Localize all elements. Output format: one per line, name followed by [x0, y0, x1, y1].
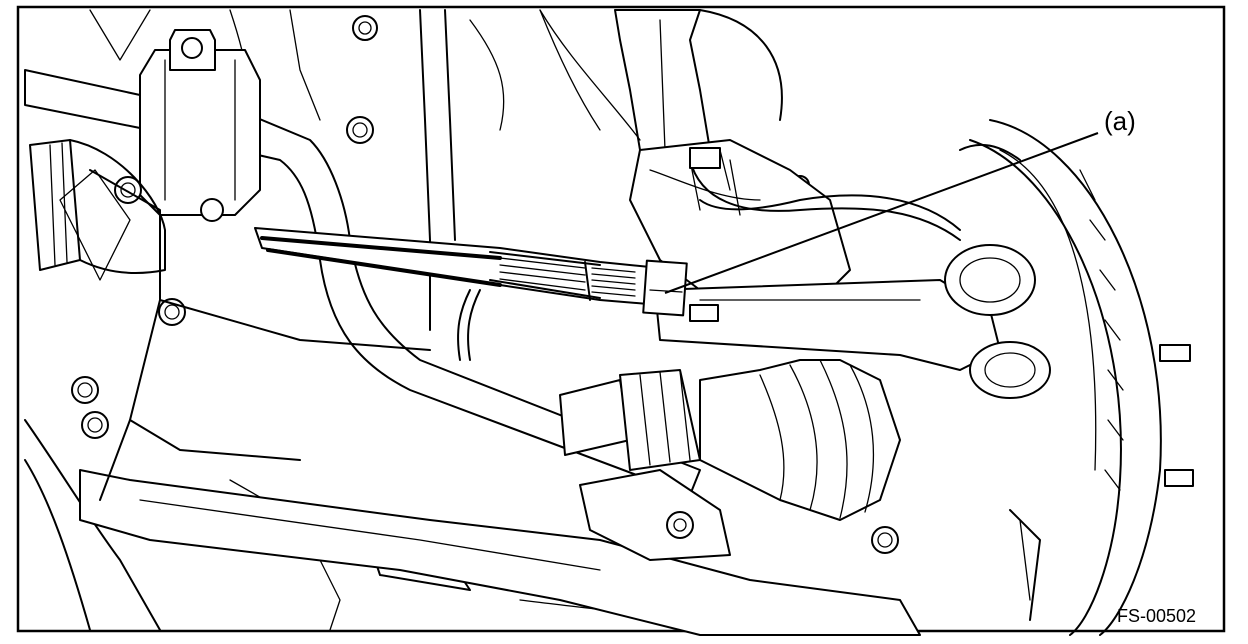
bushing-bracket	[139, 29, 261, 222]
left-cv-boot	[29, 139, 166, 274]
brake-hose	[457, 147, 961, 361]
steering-rack-boot	[559, 359, 901, 521]
strut-assembly	[539, 9, 783, 161]
callout-label: (a)	[1104, 106, 1136, 136]
tie-rod-end	[654, 244, 1051, 399]
lower-arm	[79, 469, 921, 636]
callout-leader-line	[664, 132, 1099, 294]
wrench-tool	[254, 227, 688, 317]
figure-id: FS-00502	[1117, 606, 1196, 626]
brake-disc	[959, 119, 1194, 636]
subframe	[59, 169, 431, 501]
